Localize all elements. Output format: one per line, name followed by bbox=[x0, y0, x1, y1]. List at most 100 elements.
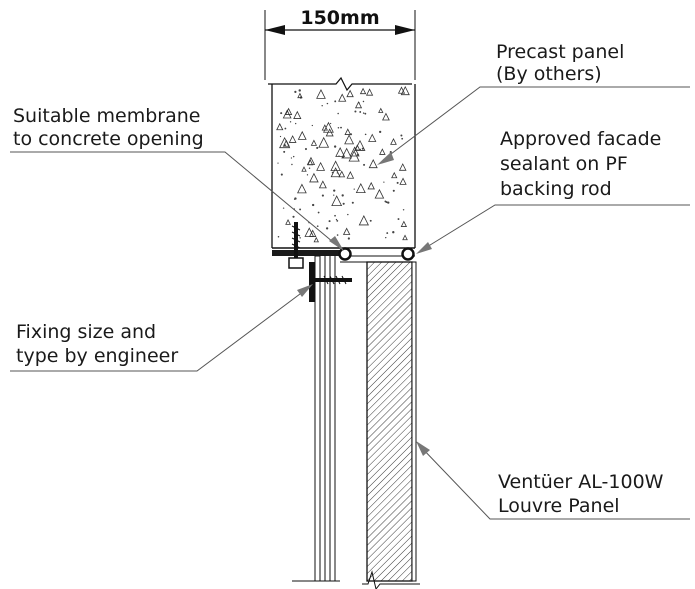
svg-text:Ventüer AL-100W: Ventüer AL-100W bbox=[498, 471, 664, 493]
aggregate-dot bbox=[311, 203, 315, 207]
aggregate-dot bbox=[280, 112, 283, 115]
aggregate-mark bbox=[365, 88, 374, 96]
aggregate-mark bbox=[346, 89, 354, 98]
aggregate-dot bbox=[400, 134, 403, 137]
svg-text:Suitable membrane: Suitable membrane bbox=[13, 105, 201, 127]
louvre-panel bbox=[292, 261, 420, 589]
aggregate-mark bbox=[374, 188, 385, 199]
fixing-screw-vertical bbox=[288, 222, 304, 269]
aggregate-mark bbox=[344, 134, 355, 145]
aggregate-mark bbox=[368, 159, 378, 169]
aggregate-dot bbox=[292, 215, 295, 218]
aggregate-mark bbox=[346, 171, 355, 179]
aggregate-mark bbox=[323, 121, 334, 133]
aggregate-dot bbox=[321, 194, 324, 197]
aggregate-dot bbox=[383, 181, 385, 183]
aggregate-dot bbox=[282, 207, 285, 209]
aggregate-dot bbox=[342, 155, 345, 158]
aggregate-dot bbox=[363, 163, 366, 166]
aggregate-mark bbox=[297, 183, 307, 194]
aggregate-dot bbox=[292, 155, 295, 158]
aggregate-dot bbox=[330, 122, 332, 125]
aggregate-mark bbox=[379, 148, 386, 155]
aggregate-mark bbox=[391, 171, 398, 179]
aggregate-dot bbox=[402, 209, 405, 211]
sealant-backing-rods bbox=[338, 247, 415, 261]
aggregate-mark bbox=[400, 220, 408, 227]
aggregate-mark bbox=[349, 146, 360, 157]
aggregate-dot bbox=[298, 89, 301, 92]
aggregate-dot bbox=[277, 162, 279, 164]
aggregate-dot bbox=[364, 133, 367, 136]
aggregate-dot bbox=[369, 219, 372, 222]
aggregate-mark bbox=[297, 92, 303, 99]
aggregate-dot bbox=[386, 232, 389, 234]
svg-text:type by engineer: type by engineer bbox=[16, 345, 178, 367]
dimension-label: 150mm bbox=[300, 7, 379, 29]
aggregate-mark bbox=[400, 85, 410, 96]
aggregate-dot bbox=[362, 100, 365, 103]
aggregate-dot bbox=[334, 100, 337, 103]
aggregate-dot bbox=[283, 144, 286, 147]
aggregate-dot bbox=[354, 110, 357, 113]
svg-text:Fixing size and: Fixing size and bbox=[16, 321, 156, 343]
aggregate-mark bbox=[342, 227, 351, 235]
aggregate-dot bbox=[336, 234, 339, 236]
aggregate-mark bbox=[297, 130, 307, 140]
aggregate-mark bbox=[304, 227, 315, 237]
aggregate-dot bbox=[392, 231, 395, 234]
aggregate-dot bbox=[289, 121, 292, 123]
svg-text:to concrete opening: to concrete opening bbox=[13, 128, 204, 150]
label-membrane: Suitable membrane to concrete opening bbox=[13, 105, 204, 150]
aggregate-dot bbox=[325, 227, 329, 230]
aggregate-dot bbox=[284, 127, 287, 130]
aggregate-mark bbox=[316, 89, 326, 99]
aggregate-dot bbox=[283, 150, 286, 153]
aggregate-dot bbox=[326, 102, 329, 105]
aggregate-dot bbox=[379, 130, 382, 134]
aggregate-dot bbox=[321, 105, 323, 107]
aggregate-dot bbox=[335, 218, 338, 221]
leader-fixing bbox=[10, 284, 313, 372]
aggregate-dot bbox=[362, 112, 365, 114]
aggregate-mark bbox=[318, 180, 327, 189]
aggregate-mark bbox=[382, 112, 390, 121]
aggregate-mark bbox=[368, 133, 377, 142]
aggregate-mark bbox=[276, 122, 284, 131]
aggregate-dot bbox=[279, 135, 282, 138]
aggregate-dot bbox=[341, 194, 344, 197]
aggregate-dot bbox=[290, 157, 293, 159]
svg-text:backing rod: backing rod bbox=[500, 178, 612, 200]
aggregate-mark bbox=[310, 139, 318, 146]
leader-sealant bbox=[416, 204, 690, 254]
aggregate-dot bbox=[277, 236, 280, 238]
aggregate-dot bbox=[311, 124, 314, 127]
aggregate-mark bbox=[398, 163, 407, 171]
aggregate-dot bbox=[353, 188, 355, 190]
aggregate-mark bbox=[397, 86, 406, 94]
aggregate-mark bbox=[335, 147, 346, 157]
aggregate-mark bbox=[301, 166, 307, 172]
aggregate-dot bbox=[317, 211, 320, 214]
aggregate-dot bbox=[342, 202, 345, 205]
aggregate-mark bbox=[344, 128, 352, 135]
aggregate-dot bbox=[387, 201, 390, 204]
aggregate-dot bbox=[351, 201, 354, 204]
aggregate-mark bbox=[279, 136, 291, 149]
aggregate-mark bbox=[330, 160, 341, 171]
aggregate-dot bbox=[389, 151, 392, 154]
svg-text:(By others): (By others) bbox=[496, 63, 602, 85]
aggregate-mark bbox=[399, 177, 407, 185]
aggregate-dot bbox=[316, 146, 319, 149]
aggregate-mark bbox=[378, 107, 384, 113]
dimension-150mm: 150mm bbox=[264, 7, 416, 80]
aggregate-mark bbox=[316, 161, 326, 171]
aggregate-mark bbox=[321, 124, 328, 131]
aggregate-mark bbox=[330, 167, 341, 178]
aggregate-mark bbox=[313, 236, 319, 243]
leader-membrane bbox=[10, 151, 344, 251]
svg-text:sealant on PF: sealant on PF bbox=[500, 153, 628, 175]
aggregate-dot bbox=[299, 208, 302, 211]
aggregate-dot bbox=[396, 181, 399, 184]
aggregate-dot bbox=[280, 173, 283, 176]
